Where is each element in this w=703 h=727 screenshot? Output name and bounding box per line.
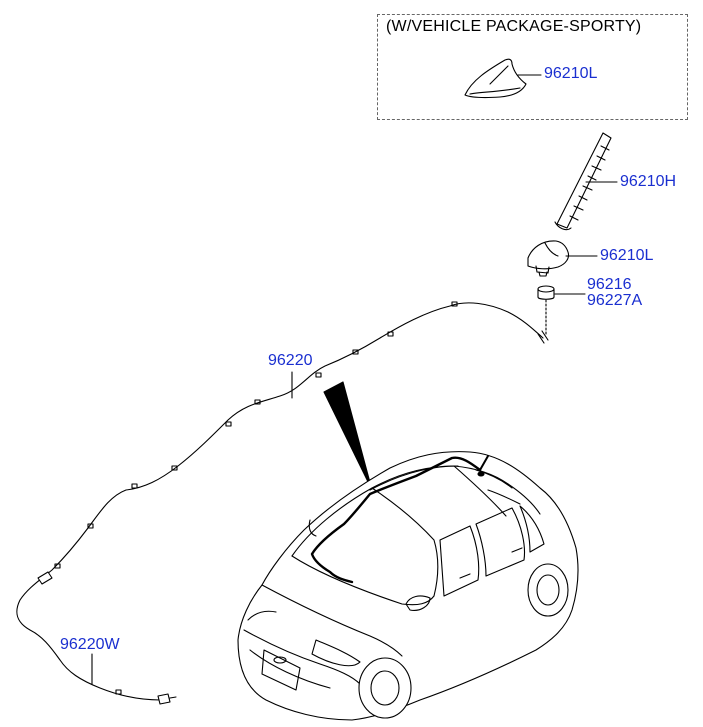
part-number-antenna-base[interactable]: 96210L bbox=[600, 247, 654, 264]
car-icon bbox=[237, 451, 579, 721]
part-number-pad-1[interactable]: 96216 bbox=[587, 276, 632, 293]
roof-antenna-cable bbox=[16, 301, 549, 705]
installed-cable bbox=[310, 456, 482, 584]
antenna-pad-icon bbox=[537, 285, 555, 300]
part-number-extension-cable[interactable]: 96220W bbox=[60, 636, 120, 653]
part-number-pole-antenna[interactable]: 96210H bbox=[620, 173, 677, 190]
part-number-roof-cable[interactable]: 96220 bbox=[268, 352, 313, 369]
installed-antenna-base-icon bbox=[477, 471, 485, 477]
part-number-shark-fin[interactable]: 96210L bbox=[544, 65, 598, 82]
package-label: (W/VEHICLE PACKAGE-SPORTY) bbox=[386, 18, 642, 35]
callout-wedge bbox=[323, 381, 373, 491]
sporty-package-box bbox=[377, 14, 688, 120]
pole-antenna-icon bbox=[554, 132, 612, 231]
shark-fin-antenna-icon bbox=[464, 58, 527, 99]
part-number-pad-2[interactable]: 96227A bbox=[587, 292, 643, 309]
antenna-base-icon bbox=[527, 240, 570, 277]
installed-antenna-stub bbox=[479, 455, 489, 471]
